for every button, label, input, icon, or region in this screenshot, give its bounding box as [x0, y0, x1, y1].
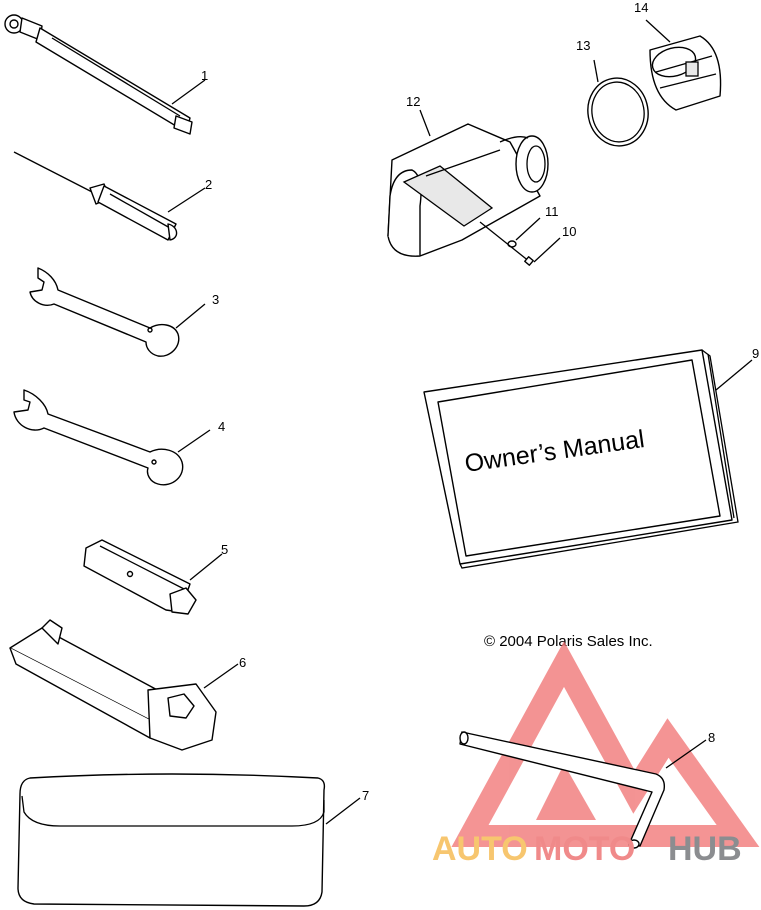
watermark-moto: MOTO: [534, 830, 635, 868]
part-4-wrench-large: [13, 389, 211, 486]
watermark-hub: HUB: [668, 830, 742, 868]
copyright-text: © 2004 Polaris Sales Inc.: [484, 633, 653, 650]
callout-3: 3: [212, 292, 219, 307]
callout-9: 9: [752, 346, 759, 361]
part-7-tool-pouch: [17, 773, 361, 907]
callout-2: 2: [205, 177, 212, 192]
part-5-socket-wrench: [83, 539, 223, 615]
callout-11: 11: [545, 204, 559, 219]
callout-6: 6: [239, 655, 246, 670]
callout-12: 12: [406, 94, 420, 109]
part-9-owners-manual: Owner’s Manual: [423, 349, 753, 569]
part-14-clamp-ring: [645, 19, 722, 111]
watermark-logo: [451, 641, 760, 847]
part-1-extension-tool: [4, 14, 206, 135]
callout-7: 7: [362, 788, 369, 803]
callout-10: 10: [562, 224, 576, 239]
part-3-wrench-small: [29, 267, 206, 357]
callout-1: 1: [201, 68, 208, 83]
part-8-allen-key: [459, 731, 707, 849]
part-12-housing: [387, 109, 549, 257]
part-6-combination-wrench: [9, 619, 239, 751]
watermark-auto: AUTO: [432, 830, 528, 868]
callout-14: 14: [634, 0, 648, 15]
callout-5: 5: [221, 542, 228, 557]
callout-8: 8: [708, 730, 715, 745]
part-2-screwdriver: [13, 151, 206, 241]
part-10-screw: [479, 221, 561, 266]
callout-4: 4: [218, 419, 225, 434]
watermark-text: AUTO MOTO HUB: [432, 830, 742, 868]
part-11-washer: [507, 217, 541, 248]
callout-13: 13: [576, 38, 590, 53]
part-13-o-ring: [587, 59, 649, 147]
